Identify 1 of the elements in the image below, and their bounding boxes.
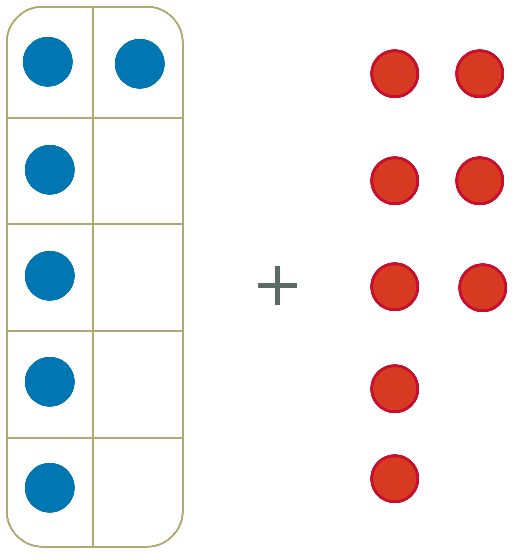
plus-sign: +	[252, 248, 302, 320]
